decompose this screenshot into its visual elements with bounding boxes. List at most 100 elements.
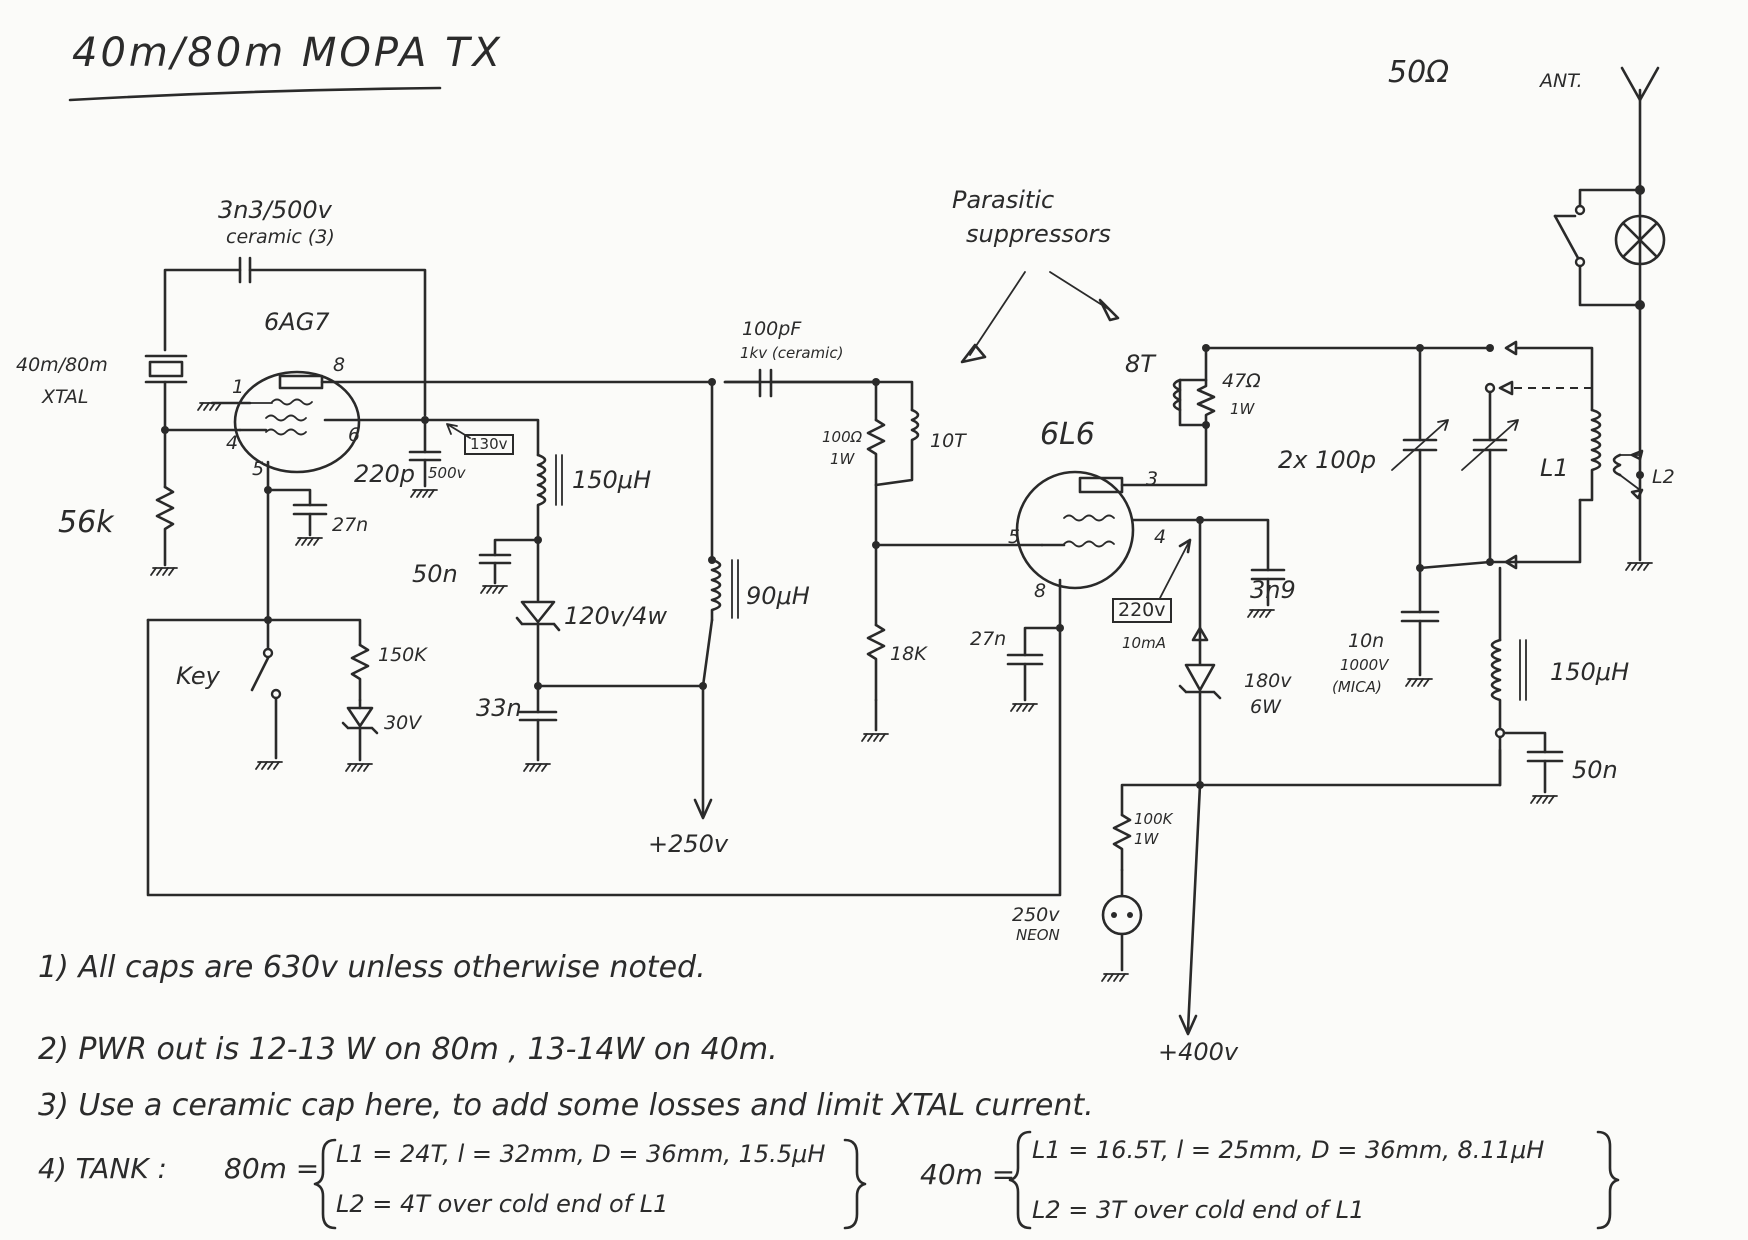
neon-voltage: 250v: [1012, 904, 1060, 926]
title-underline: [68, 86, 442, 102]
c-50n-a-label: 50n: [412, 560, 458, 588]
r-100-ohm: [866, 418, 886, 487]
impedance-label: 50Ω: [1388, 55, 1450, 90]
v-plate-osc: 130v: [464, 434, 514, 455]
rfc-osc-label: 150μH: [572, 466, 652, 494]
note-2: 2) PWR out is 12-13 W on 80m , 13-14W on…: [38, 1032, 778, 1067]
note-1: 1) All caps are 630v unless otherwise no…: [38, 950, 706, 985]
c-27n-b-label: 27n: [970, 628, 1007, 650]
tube-6l6-label: 6L6: [1040, 417, 1095, 452]
brace-80-close: [843, 1138, 867, 1230]
key-label: Key: [176, 662, 220, 690]
tube-6ag7: [233, 370, 361, 474]
zener-180v-label: 180v: [1244, 670, 1292, 692]
arrow-250v: [693, 798, 713, 820]
tube-6l6: [1015, 470, 1135, 590]
r-100k-label: 100K: [1134, 810, 1173, 828]
oscillator-section: [144, 256, 1062, 897]
lamp-symbol: [1614, 214, 1666, 266]
pa-grid-section: [723, 271, 1120, 742]
feedback-cap-value: 3n3/500v: [218, 196, 332, 224]
tank-40m-label: 40m =: [920, 1158, 1016, 1191]
r-18k-label: 18K: [890, 643, 927, 665]
note-3: 3) Use a ceramic cap here, to add some l…: [38, 1088, 1094, 1123]
c-coupling-voltage: 1kv (ceramic): [740, 344, 844, 362]
v-screen-label: 220v: [1112, 598, 1172, 623]
c-220p-voltage: 500v: [428, 464, 466, 482]
r-100k: [1112, 813, 1132, 872]
c-10n-label: 10n: [1348, 630, 1385, 652]
l2-label: L2: [1652, 466, 1675, 488]
osc-pin-6: 6: [348, 424, 361, 446]
c-3n9-label: 3n9: [1250, 576, 1296, 604]
l-10t-label: 10T: [930, 430, 966, 452]
zener-180v-watt: 6W: [1250, 696, 1281, 718]
neon-label: NEON: [1016, 926, 1060, 944]
c-coupling-label: 100pF: [742, 318, 802, 340]
tank-80m-label: 80m =: [224, 1152, 320, 1185]
r-150k-label: 150K: [378, 644, 427, 666]
tank-80m-l1: L1 = 24T, l = 32mm, D = 36mm, 15.5μH: [336, 1140, 826, 1168]
pa-pin-8: 8: [1034, 580, 1047, 602]
tube-6ag7-label: 6AG7: [264, 308, 330, 336]
antenna-label: ANT.: [1540, 70, 1583, 92]
l-8t-label: 8T: [1125, 350, 1155, 378]
r-100-watt: 1W: [830, 450, 855, 468]
bottom-bus: [146, 618, 1062, 897]
r-100-label: 100Ω: [822, 428, 863, 446]
supply-250-label: +250v: [648, 830, 729, 858]
tank-label: 4) TANK :: [38, 1152, 167, 1185]
brace-80-open: [313, 1138, 337, 1230]
rfc-150uh-pa: [1490, 638, 1502, 732]
feedback-cap-note: ceramic (3): [226, 226, 335, 248]
c-10n-voltage: 1000V: [1340, 656, 1389, 674]
r-47-watt: 1W: [1230, 400, 1255, 418]
c-50n-b-label: 50n: [1572, 756, 1618, 784]
pa-pin-4: 4: [1154, 526, 1167, 548]
rfc-pa-label: 150μH: [1550, 658, 1630, 686]
c-220p-label: 220p: [354, 460, 416, 488]
pa-pin-3: 3: [1146, 468, 1159, 490]
zener-120v: [515, 538, 561, 688]
l-10t: [874, 408, 920, 487]
parasitic-label: Parasitic: [952, 186, 1055, 214]
r-150k: [350, 643, 370, 702]
choke-90uh-label: 90μH: [746, 582, 810, 610]
page-title: 40m/80m MOPA TX: [72, 30, 503, 76]
supply-400-label: +400v: [1158, 1038, 1239, 1066]
l1-label: L1: [1540, 454, 1569, 482]
r-56k-label: 56k: [58, 505, 114, 540]
key-switch: [250, 656, 270, 692]
zener-120v-label: 120v/4w: [564, 602, 667, 630]
l-8t: [1172, 378, 1182, 412]
antenna-symbol: [1620, 66, 1660, 102]
tank-section: [1391, 66, 1666, 804]
osc-pin-1: 1: [232, 376, 245, 398]
var-caps-label: 2x 100p: [1278, 446, 1377, 474]
coil-l1: [1578, 408, 1602, 502]
choke-90uh: [710, 558, 722, 622]
r-100k-watt: 1W: [1134, 830, 1159, 848]
c-10n-type: (MICA): [1332, 678, 1382, 696]
r-18k: [866, 623, 886, 702]
tank-40m-l2: L2 = 3T over cold end of L1: [1032, 1196, 1365, 1224]
neon-lamp: [1101, 894, 1143, 936]
r-47-ohm: [1196, 348, 1216, 427]
xtal-freq: 40m/80m: [16, 354, 108, 376]
r-56k: [155, 485, 175, 567]
osc-pin-4: 4: [226, 432, 239, 454]
pa-section: [1006, 344, 1502, 1036]
c-27n-a-label: 27n: [332, 514, 369, 536]
tank-40m-l1: L1 = 16.5T, l = 25mm, D = 36mm, 8.11μH: [1032, 1136, 1545, 1164]
osc-pin-5: 5: [252, 458, 265, 480]
tank-80m-l2: L2 = 4T over cold end of L1: [336, 1190, 669, 1218]
r-47-label: 47Ω: [1222, 370, 1261, 392]
arrow-400v: [1178, 1014, 1198, 1036]
rfc-150uh-osc: [536, 453, 547, 542]
suppressors-label: suppressors: [966, 220, 1111, 248]
i-screen-label: 10mA: [1122, 634, 1166, 652]
coil-l2: [1612, 453, 1622, 477]
zener-180v: [1178, 638, 1222, 787]
